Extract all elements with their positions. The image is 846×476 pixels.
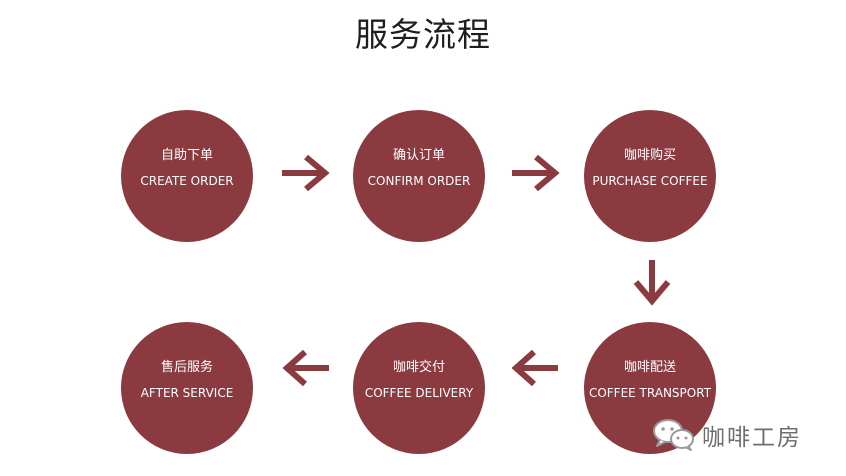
step-purchase-coffee: 咖啡购买 PURCHASE COFFEE	[584, 110, 716, 242]
step-label-zh: 确认订单	[392, 148, 445, 163]
step-label-en: AFTER SERVICE	[140, 386, 234, 400]
arrow-down-icon	[633, 260, 671, 306]
step-label-zh: 咖啡配送	[623, 360, 676, 375]
step-coffee-delivery: 咖啡交付 COFFEE DELIVERY	[353, 322, 485, 454]
step-label-en: CONFIRM ORDER	[367, 174, 471, 188]
step-after-service: 售后服务 AFTER SERVICE	[121, 322, 253, 454]
step-label-en: CREATE ORDER	[140, 174, 234, 188]
arrow-right-icon	[512, 154, 560, 192]
step-label-zh: 自助下单	[160, 148, 213, 163]
step-confirm-order: 确认订单 CONFIRM ORDER	[353, 110, 485, 242]
step-label-en: COFFEE TRANSPORT	[588, 386, 712, 400]
step-create-order: 自助下单 CREATE ORDER	[121, 110, 253, 242]
watermark-text: 咖啡工房	[702, 425, 802, 451]
diagram-title: 服务流程	[355, 15, 491, 54]
step-label-en: COFFEE DELIVERY	[364, 386, 474, 400]
step-label-zh: 售后服务	[160, 360, 213, 375]
step-label-en: PURCHASE COFFEE	[592, 174, 708, 188]
arrow-right-icon	[282, 154, 330, 192]
wechat-icon	[653, 419, 694, 451]
step-label-zh: 咖啡交付	[392, 360, 445, 375]
arrow-left-icon	[512, 349, 558, 387]
arrow-left-icon	[283, 349, 329, 387]
watermark: 咖啡工房	[652, 418, 802, 452]
step-label-zh: 咖啡购买	[623, 148, 676, 163]
step-coffee-transport: 咖啡配送 COFFEE TRANSPORT	[584, 322, 716, 454]
